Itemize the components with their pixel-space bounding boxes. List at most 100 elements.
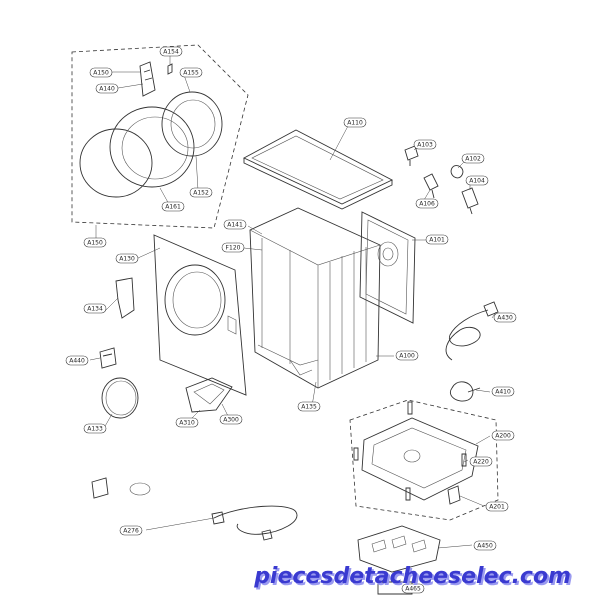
- svg-text:A106: A106: [419, 201, 435, 208]
- callout-a130: A130: [115, 253, 139, 264]
- base-foot-2: [353, 447, 359, 461]
- base-tray-part: [361, 417, 479, 501]
- svg-text:A150: A150: [93, 70, 109, 77]
- back-panel-vent: [377, 241, 399, 267]
- svg-text:A104: A104: [469, 178, 485, 185]
- callout-a135: A135: [297, 401, 321, 412]
- hose-clamp-part: [450, 165, 464, 179]
- front-panel-handle: [227, 315, 237, 335]
- callout-a220: A220: [469, 456, 493, 467]
- svg-text:A152: A152: [193, 190, 209, 197]
- drain-hose-end: [211, 511, 225, 525]
- svg-text:A430: A430: [497, 315, 513, 322]
- callout-a134: A134: [83, 303, 107, 314]
- callout-a276: A276: [119, 525, 143, 536]
- base-tray-inner: [371, 427, 467, 489]
- svg-text:A135: A135: [301, 404, 317, 411]
- callout-a100: A100: [395, 350, 419, 361]
- door-inner-ring-edge: [121, 116, 189, 180]
- callout-a430: A430: [493, 312, 517, 323]
- front-panel-porthole-inner: [172, 271, 222, 329]
- drain-hose-tip: [261, 529, 273, 541]
- top-plate-inner: [251, 135, 384, 200]
- power-cord-part: [445, 309, 489, 361]
- filter-part: [461, 187, 479, 215]
- callout-a201: A201: [485, 501, 509, 512]
- callout-a310: A310: [175, 417, 199, 428]
- base-foot-1: [407, 401, 413, 415]
- control-board-connector: [377, 581, 413, 595]
- svg-text:A410: A410: [495, 389, 511, 396]
- control-board-components: [371, 535, 427, 553]
- callout-a465: A465: [401, 583, 425, 594]
- callout-a410: A410: [491, 386, 515, 397]
- callout-a103: A103: [413, 139, 437, 150]
- callout-a161: A161: [161, 201, 185, 212]
- callout-f120: F120: [221, 242, 245, 253]
- valve-part: [404, 145, 419, 166]
- svg-text:A440: A440: [69, 358, 85, 365]
- back-panel-part: [359, 211, 416, 324]
- door-assembly-boundary: [71, 44, 249, 229]
- svg-text:A134: A134: [87, 306, 103, 313]
- hinge-screw-part: [167, 63, 173, 75]
- callout-a150-top: A150: [89, 67, 113, 78]
- watermark: piecesdetacheeselec.com piecesdetacheese…: [253, 564, 573, 591]
- svg-text:A100: A100: [399, 353, 415, 360]
- front-panel-part: [153, 234, 247, 396]
- callout-a200: A200: [491, 430, 515, 441]
- base-foot-3: [461, 453, 467, 467]
- svg-text:A141: A141: [227, 222, 243, 229]
- callout-a450: A450: [473, 540, 497, 551]
- callout-a106: A106: [415, 198, 439, 209]
- gasket-ring-part: [101, 377, 139, 419]
- cabinet-ribs: [261, 238, 367, 380]
- back-panel-vent-inner: [382, 247, 394, 261]
- callout-a154: A154: [159, 46, 183, 57]
- door-inner-ring-part: [109, 106, 195, 188]
- cabinet-base-frame: [257, 344, 319, 376]
- pump-part: [450, 381, 481, 402]
- svg-text:A140: A140: [99, 86, 115, 93]
- callout-a104: A104: [465, 175, 489, 186]
- sensor-part: [91, 477, 109, 499]
- base-bracket-part: [447, 485, 461, 505]
- door-frame-part: [161, 91, 223, 157]
- svg-text:A130: A130: [119, 256, 135, 263]
- svg-text:A101: A101: [429, 237, 445, 244]
- door-lock-part: [115, 277, 135, 319]
- callout-a300: A300: [219, 414, 243, 425]
- svg-text:A102: A102: [465, 156, 481, 163]
- svg-text:A133: A133: [87, 426, 103, 433]
- svg-text:piecesdetacheeselec.com: piecesdetacheeselec.com: [253, 564, 571, 589]
- drain-hose-part: [213, 505, 298, 535]
- svg-text:A220: A220: [473, 459, 489, 466]
- svg-text:A200: A200: [495, 433, 511, 440]
- svg-text:A465: A465: [405, 586, 421, 593]
- callout-a140: A140: [95, 83, 119, 94]
- power-plug-part: [483, 301, 499, 317]
- base-assembly-boundary: [349, 399, 499, 521]
- callout-a155: A155: [179, 67, 203, 78]
- svg-text:A103: A103: [417, 142, 433, 149]
- svg-text:A450: A450: [477, 543, 493, 550]
- svg-text:A110: A110: [347, 120, 363, 127]
- drawer-part: [185, 377, 233, 413]
- callout-a101: A101: [425, 234, 449, 245]
- svg-text:F120: F120: [226, 245, 241, 252]
- drawer-inner: [193, 383, 225, 405]
- svg-text:A201: A201: [489, 504, 505, 511]
- svg-text:A310: A310: [179, 420, 195, 427]
- top-plate-part: [242, 129, 394, 205]
- callout-a152: A152: [189, 187, 213, 198]
- base-tray-drain: [403, 449, 421, 463]
- leader-lines: [89, 55, 497, 549]
- svg-text:A154: A154: [163, 49, 179, 56]
- callout-a133: A133: [83, 423, 107, 434]
- svg-text:A150: A150: [87, 240, 103, 247]
- switch-part: [99, 347, 117, 369]
- sensor-washer: [129, 482, 151, 496]
- top-plate-edge: [243, 158, 393, 210]
- front-panel-porthole: [164, 264, 226, 336]
